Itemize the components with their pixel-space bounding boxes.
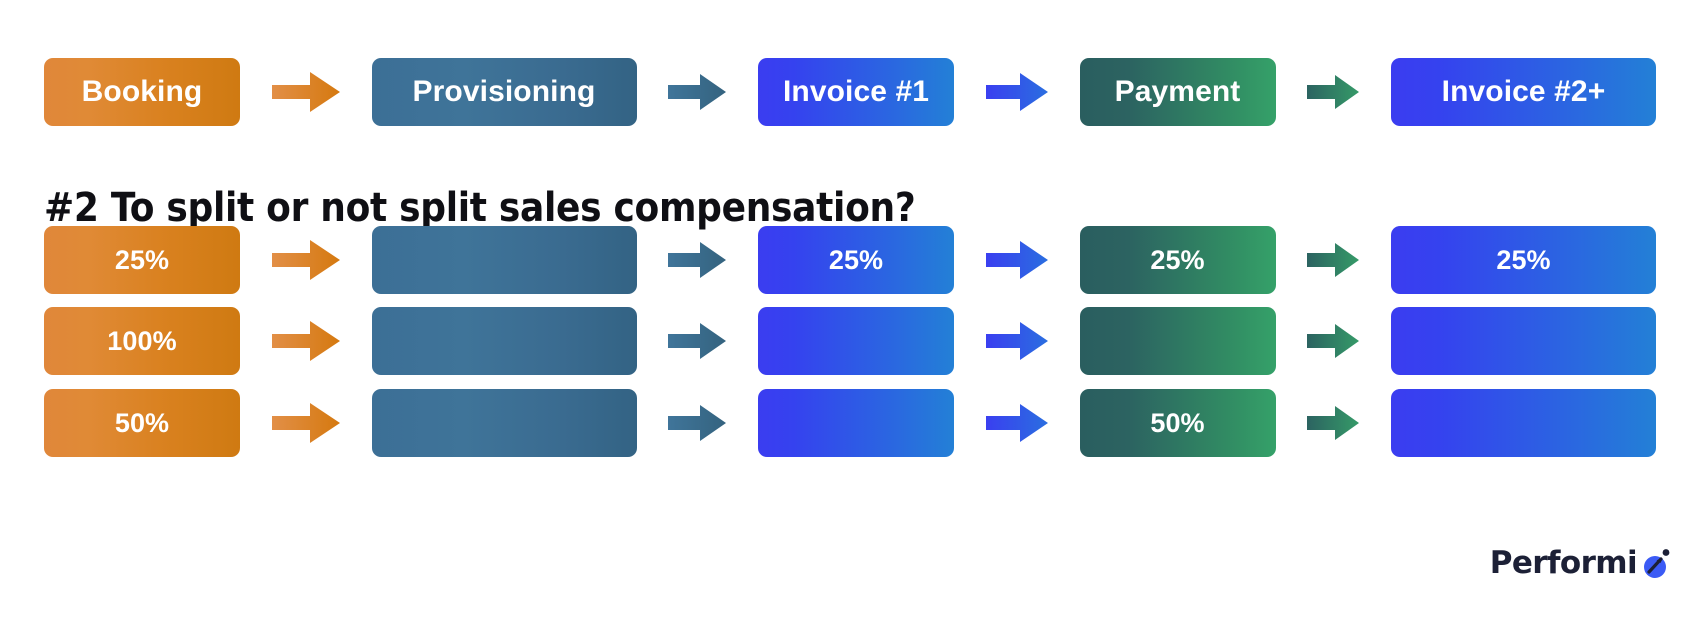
arrow-provisioning-to-invoice1-icon — [668, 72, 727, 112]
arrow-provisioning-to-invoice1-icon — [668, 321, 727, 361]
scenario-1-invoice-2plus-value: 25% — [1496, 244, 1551, 275]
scenario-2-invoice-1-cell — [758, 307, 954, 375]
scenario-row-3: 50% — [44, 389, 1656, 457]
scenario-2-arrow-slot-2 — [637, 307, 759, 375]
arrow-payment-to-invoice2-icon — [1307, 404, 1360, 442]
scenario-1-arrow-slot-1 — [240, 226, 372, 294]
scenario-1-arrow-slot-2 — [637, 226, 759, 294]
performio-o-mark-icon — [1638, 546, 1672, 580]
scenario-3-booking-value: 50% — [114, 407, 170, 438]
scenario-2-booking-cell: 100% — [44, 307, 240, 375]
scenario-1-provisioning-cell — [371, 226, 637, 294]
arrow-payment-to-invoice2-icon — [1307, 322, 1360, 360]
scenario-3-arrow-slot-1 — [240, 389, 372, 457]
scenario-3-booking-cell: 50% — [44, 389, 240, 457]
scenario-3-invoice-1-cell — [758, 389, 954, 457]
arrow-provisioning-to-invoice1-icon — [668, 403, 727, 443]
arrow-booking-to-provisioning-icon — [271, 70, 340, 114]
arrow-invoice1-to-payment-icon — [985, 320, 1048, 362]
scenario-3-invoice-2plus-cell — [1391, 389, 1656, 457]
arrow-slot-2 — [637, 58, 759, 126]
scenario-1-payment-cell: 25% — [1079, 226, 1276, 294]
arrow-slot-3 — [954, 58, 1080, 126]
scenario-1-invoice-2plus-cell: 25% — [1391, 226, 1656, 294]
arrow-booking-to-provisioning-icon — [271, 319, 340, 363]
stage-invoice-2plus: Invoice #2+ — [1391, 58, 1656, 126]
scenario-1-booking-value: 25% — [114, 244, 170, 275]
stage-invoice-1: Invoice #1 — [758, 58, 954, 126]
scenario-2-payment-cell — [1079, 307, 1276, 375]
stage-booking-label: Booking — [81, 75, 203, 108]
arrow-slot-1 — [240, 58, 372, 126]
scenario-row-2: 100% — [44, 307, 1656, 375]
scenario-1-invoice-1-cell: 25% — [758, 226, 954, 294]
arrow-payment-to-invoice2-icon — [1307, 73, 1360, 111]
arrow-booking-to-provisioning-icon — [271, 401, 340, 445]
scenario-1-booking-cell: 25% — [44, 226, 240, 294]
scenario-1-arrow-slot-4 — [1276, 226, 1392, 294]
scenario-1-arrow-slot-3 — [954, 226, 1080, 294]
performio-logo-wordmark: Performi — [1489, 544, 1638, 581]
stage-invoice-2plus-label: Invoice #2+ — [1441, 75, 1606, 108]
scenario-3-provisioning-cell — [371, 389, 637, 457]
scenario-2-arrow-slot-1 — [240, 307, 372, 375]
scenario-3-payment-cell: 50% — [1079, 389, 1276, 457]
section-heading: #2 To split or not split sales compensat… — [44, 184, 916, 231]
scenario-1-invoice-1-value: 25% — [828, 244, 884, 275]
stage-payment: Payment — [1079, 58, 1276, 126]
scenario-row-1: 25% 25% — [44, 226, 1656, 294]
scenario-3-arrow-slot-3 — [954, 389, 1080, 457]
scenario-2-arrow-slot-4 — [1276, 307, 1392, 375]
stage-invoice-1-label: Invoice #1 — [782, 75, 930, 108]
arrow-slot-4 — [1276, 58, 1392, 126]
stage-booking: Booking — [44, 58, 240, 126]
scenario-2-booking-value: 100% — [107, 325, 177, 356]
pipeline-header-row: Booking Provisioning — [44, 58, 1656, 126]
arrow-invoice1-to-payment-icon — [985, 71, 1048, 113]
scenario-3-payment-value: 50% — [1150, 407, 1205, 438]
arrow-invoice1-to-payment-icon — [985, 239, 1048, 281]
scenario-3-arrow-slot-2 — [637, 389, 759, 457]
stage-provisioning: Provisioning — [371, 58, 637, 126]
arrow-provisioning-to-invoice1-icon — [668, 240, 727, 280]
scenario-2-arrow-slot-3 — [954, 307, 1080, 375]
performio-logo: Performi — [1490, 546, 1672, 580]
arrow-invoice1-to-payment-icon — [985, 402, 1048, 444]
scenario-2-invoice-2plus-cell — [1391, 307, 1656, 375]
scenario-2-provisioning-cell — [371, 307, 637, 375]
stage-provisioning-label: Provisioning — [412, 75, 596, 108]
stage-payment-label: Payment — [1114, 75, 1241, 108]
scenario-3-arrow-slot-4 — [1276, 389, 1392, 457]
arrow-booking-to-provisioning-icon — [271, 238, 340, 282]
scenario-1-payment-value: 25% — [1150, 244, 1205, 275]
arrow-payment-to-invoice2-icon — [1307, 241, 1360, 279]
